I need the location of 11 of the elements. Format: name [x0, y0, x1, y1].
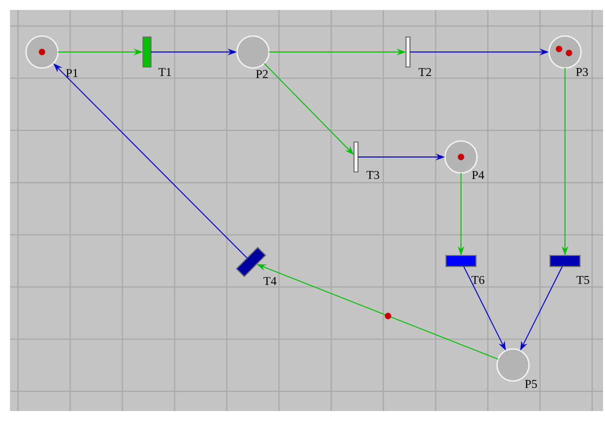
node-label: P5: [525, 380, 537, 388]
node-label: T2: [418, 68, 431, 76]
node-label: T4: [264, 277, 276, 285]
node-label: T6: [472, 276, 484, 284]
node-label: T5: [576, 276, 590, 284]
node-label: P1: [66, 69, 78, 77]
node-label: P2: [256, 70, 268, 78]
node-label: P3: [576, 68, 588, 76]
node-label: T3: [366, 170, 380, 180]
node-label: P4: [472, 171, 484, 179]
node-label: T1: [158, 68, 171, 76]
